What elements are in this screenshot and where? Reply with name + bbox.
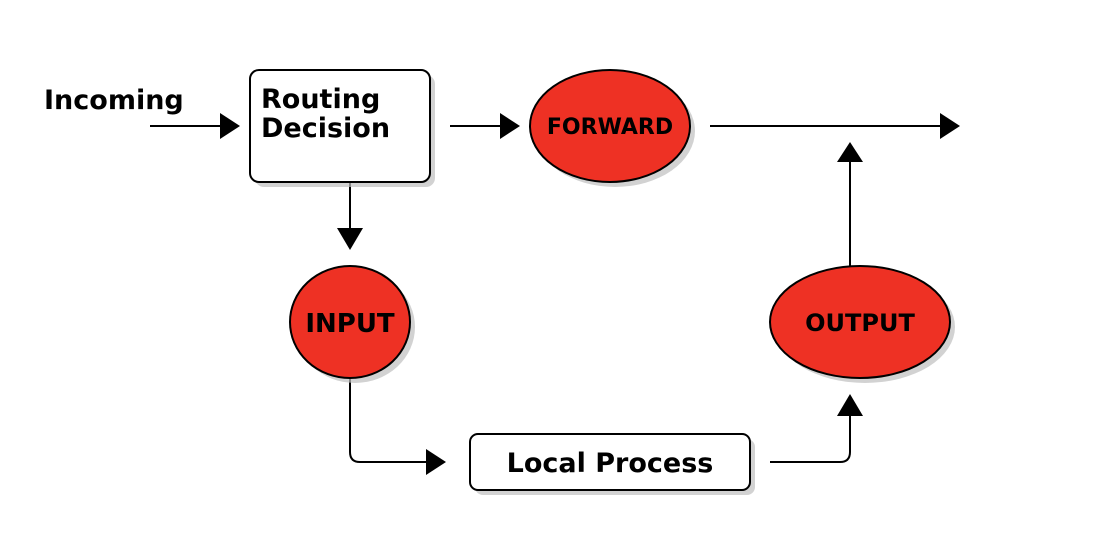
input-ellipse xyxy=(289,265,411,379)
arrowhead-input-in xyxy=(337,228,363,250)
routing-decision-label-line2: Decision xyxy=(261,113,390,144)
forward-chain-node: FORWARD xyxy=(529,69,695,187)
routing-decision-box xyxy=(249,69,431,183)
routing-decision-node: Routing Decision xyxy=(249,69,435,187)
arrowhead-local-process-in xyxy=(426,449,446,475)
input-chain-node: INPUT xyxy=(289,265,415,383)
output-chain-node: OUTPUT xyxy=(769,265,955,383)
local-process-node: Local Process xyxy=(469,433,755,495)
local-process-label: Local Process xyxy=(507,448,714,479)
routing-decision-label-line1: Routing xyxy=(261,84,380,115)
incoming-label: Incoming xyxy=(44,85,184,116)
input-label: INPUT xyxy=(305,309,395,339)
output-ellipse xyxy=(769,265,951,379)
arrowhead-output-in xyxy=(837,394,863,416)
arrowhead-forward-in xyxy=(500,113,520,139)
arrowhead-routing-in xyxy=(220,113,240,139)
forward-ellipse xyxy=(529,69,691,183)
local-process-box xyxy=(469,433,751,491)
output-label: OUTPUT xyxy=(805,309,915,337)
arrowhead-outgoing xyxy=(940,113,960,139)
edge-local-process-to-output xyxy=(770,414,851,463)
forward-label: FORWARD xyxy=(547,115,673,140)
edge-input-to-local-process xyxy=(349,378,428,463)
arrowhead-output-up xyxy=(837,142,863,162)
